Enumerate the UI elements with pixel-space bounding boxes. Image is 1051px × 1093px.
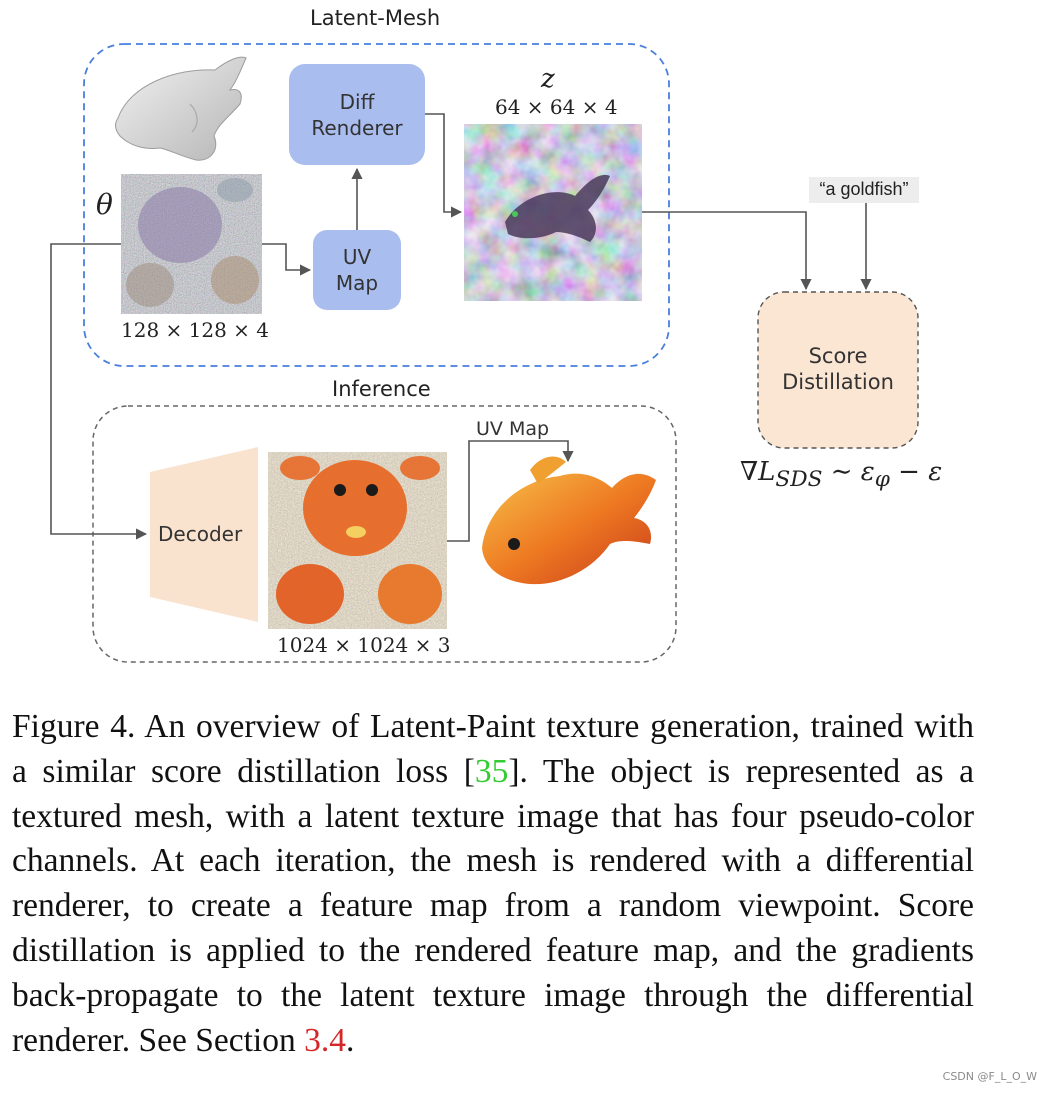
watermark: CSDN @F_L_O_W	[942, 1070, 1037, 1083]
z-dims: 64 × 64 × 4	[495, 95, 618, 119]
inference-title: Inference	[332, 377, 431, 401]
sds-loss-formula: ∇LSDS ∼ εφ − ε	[740, 457, 943, 493]
uv-map-label: UV Map	[313, 244, 401, 296]
arrow-texture-to-uvmap	[262, 243, 312, 276]
output-dims: 1024 × 1024 × 3	[277, 633, 451, 657]
diagram-svg	[50, 43, 919, 663]
latent-texture-image	[121, 174, 262, 314]
score-line2: Distillation	[782, 370, 894, 394]
feature-map-image	[464, 124, 642, 301]
diff-renderer-label: Diff Renderer	[289, 89, 425, 141]
citation-link[interactable]: 35	[474, 752, 509, 790]
z-label: z	[541, 64, 555, 94]
figure-diagram: Latent-Mesh Inference θ 128 × 128 × 4 Di…	[50, 6, 943, 663]
arrow-renderer-to-z	[425, 113, 463, 218]
score-distillation-label: Score Distillation	[758, 343, 918, 395]
score-line1: Score	[808, 344, 868, 368]
theta-label: θ	[96, 188, 113, 221]
latent-mesh-title: Latent-Mesh	[310, 6, 441, 30]
latent-mesh-group	[83, 43, 670, 367]
prompt-background	[809, 177, 919, 203]
uv-map-box	[313, 230, 401, 310]
mesh-fish-image	[115, 56, 247, 161]
arrow-theta-to-decoder	[50, 243, 148, 540]
uv-map-line2: Map	[335, 271, 379, 295]
decoder-shape	[150, 447, 258, 622]
arrow-z-to-score	[642, 211, 812, 291]
decoder-label: Decoder	[158, 522, 243, 546]
figure-caption: Figure 4. An overview of Latent-Paint te…	[12, 705, 974, 1063]
section-link[interactable]: 3.4	[304, 1021, 346, 1059]
caption-middle: ]. The object is represented as a textur…	[12, 752, 974, 1059]
texture-dims: 128 × 128 × 4	[121, 318, 270, 342]
prompt-text: “a goldfish”	[819, 179, 909, 199]
diff-renderer-line2: Renderer	[311, 116, 403, 140]
uv-map-line1: UV	[342, 245, 372, 269]
inference-uv-map-label: UV Map	[476, 418, 550, 440]
goldfish-render-image	[482, 456, 656, 585]
arrow-output-to-render	[447, 440, 574, 542]
score-distillation-box	[757, 291, 919, 449]
diff-renderer-line1: Diff	[339, 90, 375, 114]
caption-prefix: Figure 4. An overview of Latent-Paint te…	[12, 708, 974, 790]
caption-suffix: .	[345, 1021, 355, 1059]
output-texture-image	[268, 452, 447, 629]
diff-renderer-box	[289, 64, 425, 165]
